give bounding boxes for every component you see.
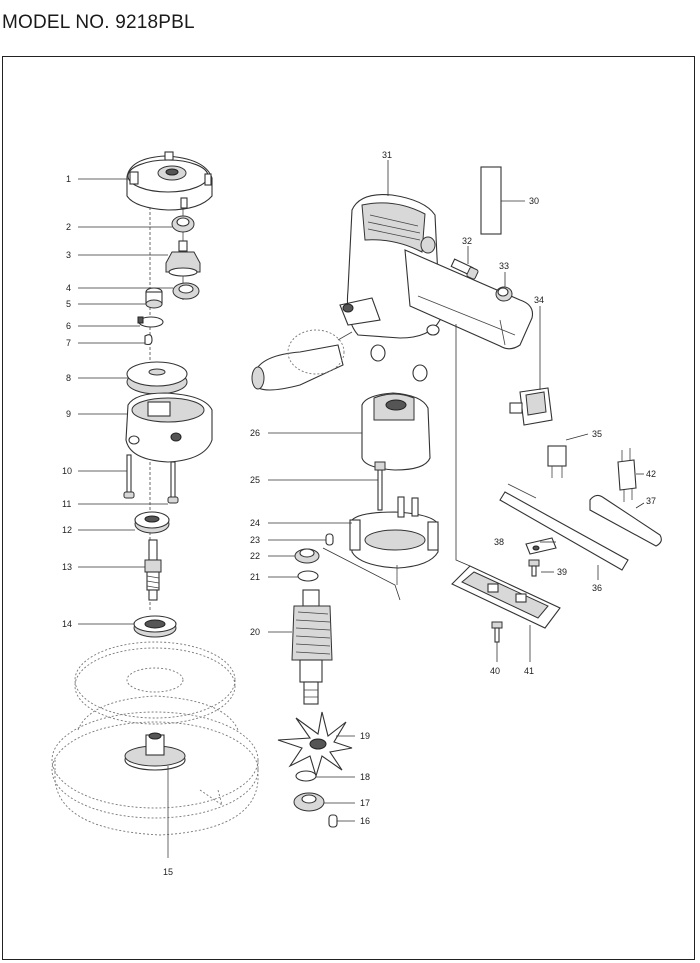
side-handle-outline bbox=[251, 329, 353, 391]
part-40-screw bbox=[491, 621, 503, 643]
part-21-washer bbox=[297, 570, 319, 582]
callout-12: 12 bbox=[62, 525, 72, 535]
callout-31: 31 bbox=[382, 150, 392, 160]
model-number-title: MODEL NO. 9218PBL bbox=[2, 12, 195, 33]
callout-7: 7 bbox=[66, 338, 71, 348]
part-14-labyrinth-ring bbox=[133, 615, 177, 638]
part-35-noise-suppressor bbox=[547, 445, 567, 478]
callout-41: 41 bbox=[524, 666, 534, 676]
callout-30: 30 bbox=[529, 196, 539, 206]
part-32-screw bbox=[450, 258, 479, 280]
part-16-rubber-pin bbox=[328, 814, 338, 828]
part-41-handle-cover bbox=[451, 565, 561, 629]
callout-9: 9 bbox=[66, 409, 71, 419]
leader-lines bbox=[78, 160, 645, 822]
part-18-washer bbox=[295, 770, 317, 782]
callout-32: 32 bbox=[462, 236, 472, 246]
part-31-motor-housing bbox=[339, 194, 534, 350]
part-8-large-gear bbox=[126, 361, 188, 395]
part-34-switch bbox=[509, 387, 553, 426]
part-13-spindle bbox=[144, 539, 162, 601]
callout-6: 6 bbox=[66, 321, 71, 331]
callout-14: 14 bbox=[62, 619, 72, 629]
callout-16: 16 bbox=[360, 816, 370, 826]
callout-11: 11 bbox=[62, 499, 71, 509]
part-38-clamp bbox=[525, 537, 557, 555]
part-22-ball-bearing bbox=[294, 548, 320, 564]
part-15-backing-pad bbox=[124, 732, 186, 858]
part-2-bearing bbox=[171, 215, 195, 233]
part-20-armature bbox=[291, 589, 333, 705]
part-4-bearing bbox=[172, 282, 200, 300]
part-33-cap bbox=[495, 286, 513, 302]
callout-36: 36 bbox=[592, 583, 602, 593]
part-19-fan bbox=[277, 711, 353, 778]
callout-13: 13 bbox=[62, 562, 72, 572]
part-26-field bbox=[361, 344, 431, 471]
part-12-ball-bearing bbox=[134, 511, 170, 534]
callout-3: 3 bbox=[66, 250, 71, 260]
part-3-bevel-gear bbox=[165, 240, 201, 277]
callout-37: 37 bbox=[646, 496, 656, 506]
callout-4: 4 bbox=[66, 283, 71, 293]
part-7-key bbox=[144, 334, 153, 346]
callout-24: 24 bbox=[250, 518, 260, 528]
callout-33: 33 bbox=[499, 261, 509, 271]
callout-17: 17 bbox=[360, 798, 370, 808]
callout-10: 10 bbox=[62, 466, 72, 476]
part-39-screw bbox=[528, 559, 540, 577]
callout-34: 34 bbox=[534, 295, 544, 305]
part-10-screw bbox=[123, 454, 135, 499]
callout-19: 19 bbox=[360, 731, 370, 741]
callout-2: 2 bbox=[66, 222, 71, 232]
part-30-label bbox=[480, 166, 502, 235]
callout-26: 26 bbox=[250, 428, 260, 438]
callout-15: 15 bbox=[163, 867, 173, 877]
callout-40: 40 bbox=[490, 666, 500, 676]
part-24-baffle-plate bbox=[349, 496, 439, 585]
part-5-needle-bearing bbox=[145, 287, 163, 309]
part-11-screw bbox=[167, 461, 179, 504]
callout-25: 25 bbox=[250, 475, 260, 485]
part-1-gear-cover bbox=[126, 151, 213, 211]
callout-21: 21 bbox=[250, 572, 260, 582]
part-37-strain-relief bbox=[589, 494, 662, 547]
callout-1: 1 bbox=[66, 174, 71, 184]
callout-22: 22 bbox=[250, 551, 260, 561]
callout-labels: 1 2 3 4 5 6 7 8 9 10 11 12 13 14 15 16 1… bbox=[62, 150, 656, 877]
part-42-connector bbox=[617, 448, 637, 502]
callout-39: 39 bbox=[557, 567, 567, 577]
callout-38: 38 bbox=[494, 537, 504, 547]
callout-8: 8 bbox=[66, 373, 71, 383]
callout-18: 18 bbox=[360, 772, 370, 782]
part-23-rubber-pin bbox=[325, 533, 334, 546]
callout-23: 23 bbox=[250, 535, 260, 545]
callout-35: 35 bbox=[592, 429, 602, 439]
callout-5: 5 bbox=[66, 299, 71, 309]
callout-42: 42 bbox=[646, 469, 656, 479]
callout-20: 20 bbox=[250, 627, 260, 637]
diagram-frame bbox=[2, 56, 695, 960]
part-25-screw bbox=[374, 461, 386, 511]
polishing-pad-outline bbox=[51, 641, 259, 836]
part-17-ball-bearing bbox=[293, 792, 325, 812]
part-36-cord bbox=[499, 483, 629, 571]
part-6-retaining-ring bbox=[137, 316, 164, 328]
part-9-gear-housing bbox=[125, 392, 213, 463]
